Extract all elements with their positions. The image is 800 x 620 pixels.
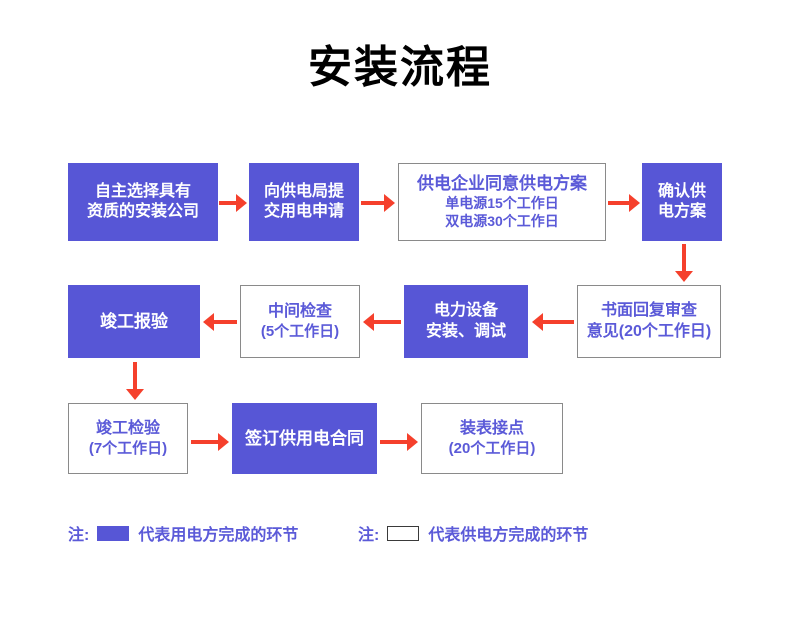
node-text-line: 单电源15个工作日 [445, 194, 559, 211]
node-text-line: 中间检查 [267, 302, 332, 320]
arrow-intermediate-to-report [203, 313, 237, 331]
arrow-contract-to-meter [380, 433, 418, 451]
legend-note-label: 注: [358, 527, 380, 544]
node-text-line: 竣工报验 [100, 311, 168, 331]
node-text-line: 电力设备 [433, 302, 498, 320]
node-power-equipment-install-commission[interactable]: 电力设备安装、调试 [404, 285, 528, 358]
legend-color-swatch [387, 525, 420, 541]
node-text-line: 供电企业同意供电方案 [417, 174, 587, 194]
node-text-line: 电方案 [657, 203, 706, 220]
arrow-approve-to-confirm [608, 194, 640, 212]
node-sign-power-supply-contract[interactable]: 签订供用电合同 [232, 403, 377, 474]
legend-description: 代表供电方完成的环节 [428, 527, 589, 544]
legend-description: 代表用电方完成的环节 [138, 527, 299, 544]
node-text-line: 签订供用电合同 [245, 428, 364, 448]
node-text-line: 书面回复审查 [600, 302, 697, 320]
node-text-line: (5个工作日) [260, 323, 340, 341]
page-title: 安装流程 [308, 43, 492, 92]
arrow-submit-to-approve [361, 194, 395, 212]
arrow-test-to-contract [191, 433, 229, 451]
node-text-line: 资质的安装公司 [86, 203, 199, 220]
node-text-line: 向供电局提 [263, 182, 344, 200]
node-text-line: 自主选择具有 [94, 182, 191, 200]
node-text-line: 安装、调试 [425, 322, 506, 340]
legend-note-label: 注: [68, 527, 90, 544]
arrow-report-to-test [126, 362, 144, 400]
node-submit-power-application[interactable]: 向供电局提交用电申请 [249, 163, 359, 241]
node-confirm-supply-plan[interactable]: 确认供电方案 [642, 163, 722, 241]
node-self-select-qualified-installer[interactable]: 自主选择具有资质的安装公司 [68, 163, 218, 241]
node-text-line: 装表接点 [459, 419, 524, 437]
node-completion-acceptance-test[interactable]: 竣工检验 (7个工作日) [68, 403, 188, 474]
legend-utility-side: 注: 代表供电方完成的环节 [358, 521, 588, 545]
node-text-line: 意见(20个工作日) [586, 322, 712, 340]
node-meter-installation-connection[interactable]: 装表接点 (20个工作日) [421, 403, 563, 474]
node-text-line: 竣工检验 [95, 419, 160, 437]
node-text-line: 交用电申请 [263, 203, 344, 220]
legend-customer-side: 注: 代表用电方完成的环节 [68, 521, 298, 545]
node-text-line: 确认供 [657, 182, 706, 200]
node-text-line: (20个工作日) [448, 440, 536, 458]
node-text-line: (7个工作日) [88, 440, 168, 458]
legend-color-swatch [97, 525, 130, 541]
node-completion-report-inspection[interactable]: 竣工报验 [68, 285, 200, 358]
node-written-review-opinion[interactable]: 书面回复审查意见(20个工作日) [577, 285, 721, 358]
arrow-confirm-to-written [675, 244, 693, 282]
arrow-written-to-equipment [532, 313, 574, 331]
node-utility-approves-supply-plan[interactable]: 供电企业同意供电方案单电源15个工作日双电源30个工作日 [398, 163, 606, 241]
node-text-line: 双电源30个工作日 [445, 212, 559, 229]
node-intermediate-inspection[interactable]: 中间检查 (5个工作日) [240, 285, 360, 358]
arrow-select-to-submit [219, 194, 247, 212]
arrow-equipment-to-intermediate [363, 313, 401, 331]
